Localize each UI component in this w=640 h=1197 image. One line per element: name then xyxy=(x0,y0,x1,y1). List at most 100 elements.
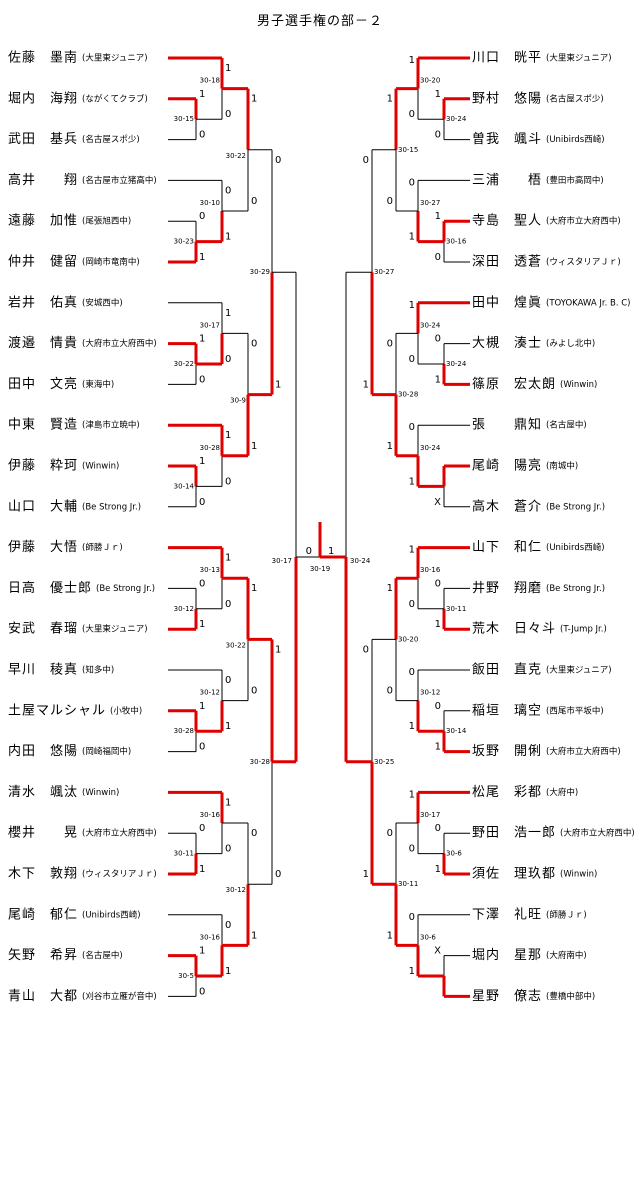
match-score: 1 xyxy=(199,456,205,467)
player-name: 武田 基兵 xyxy=(8,132,78,147)
match-score: 1 xyxy=(225,797,231,808)
match-score: 0 xyxy=(251,828,257,839)
player-club: (知多中) xyxy=(82,665,114,676)
match-label: 30-6 xyxy=(446,850,462,858)
match-label: 30-12 xyxy=(226,886,246,894)
match-score: 0 xyxy=(435,701,441,712)
match-score: 0 xyxy=(435,823,441,834)
match-score: 0 xyxy=(199,130,205,141)
match-label: 30-16 xyxy=(200,933,221,941)
match-score: 1 xyxy=(409,232,415,243)
player-name: 青山 大都 xyxy=(8,989,78,1004)
match-score: 1 xyxy=(251,441,257,452)
player-name: 櫻井 晃 xyxy=(8,826,78,841)
match-score: 0 xyxy=(387,338,393,349)
player-name: 遠藤 加惟 xyxy=(8,214,78,229)
player-name: 土屋マルシャル xyxy=(8,703,106,718)
match-label: 30-14 xyxy=(174,482,195,490)
player-name: 木下 敦翔 xyxy=(8,866,78,882)
player-club: (TOYOKAWA Jr. B. C) xyxy=(546,298,631,308)
match-score: 1 xyxy=(409,55,415,66)
player-club: (大府市立大府西中) xyxy=(560,828,635,839)
match-label: 30-16 xyxy=(200,811,221,819)
player-name: 荒木 日々斗 xyxy=(472,622,556,637)
match-score: 1 xyxy=(199,334,205,345)
player-club: (名古屋スポ少) xyxy=(546,93,604,104)
match-label: 30-6 xyxy=(420,933,436,941)
match-score: 0 xyxy=(387,196,393,207)
match-label: 30-18 xyxy=(200,77,220,85)
player-name: 山口 大輔 xyxy=(8,499,78,514)
player-club: (大府南中) xyxy=(546,950,587,961)
player-name: 田中 文亮 xyxy=(8,376,78,392)
match-label: 30-20 xyxy=(398,635,418,643)
match-label: 30-17 xyxy=(272,557,292,565)
player-club: (大府中) xyxy=(546,787,578,798)
match-score: 0 xyxy=(251,338,257,349)
match-label: 30-28 xyxy=(174,727,194,735)
match-label: 30-28 xyxy=(398,391,418,399)
match-label: 30-16 xyxy=(420,566,441,574)
player-name: 山下 和仁 xyxy=(472,540,542,555)
match-label: 30-10 xyxy=(200,199,220,207)
player-name: 内田 悠陽 xyxy=(8,743,78,759)
player-name: 野田 浩一郎 xyxy=(472,826,556,841)
match-score: 0 xyxy=(225,599,231,610)
match-score: 0 xyxy=(199,374,205,385)
match-score: 1 xyxy=(225,553,231,564)
player-club: (津島市立暁中) xyxy=(82,420,140,431)
match-label: 30-17 xyxy=(200,321,220,329)
match-score: 0 xyxy=(199,823,205,834)
match-score: 1 xyxy=(409,966,415,977)
match-score: 0 xyxy=(225,476,231,487)
match-score: 1 xyxy=(363,869,369,880)
match-score: 0 xyxy=(363,155,369,166)
match-score: 0 xyxy=(275,155,281,166)
player-club: (東海中) xyxy=(82,379,114,390)
player-club: (Winwin) xyxy=(560,870,597,880)
match-label: 30-15 xyxy=(398,146,418,154)
match-score: 0 xyxy=(435,334,441,345)
match-score: 0 xyxy=(363,644,369,655)
match-score: 1 xyxy=(251,583,257,594)
match-label: 30-14 xyxy=(446,727,467,735)
player-club: (Be Strong Jr.) xyxy=(546,502,605,512)
player-name: 野村 悠陽 xyxy=(472,91,542,106)
player-club: (西尾市平坂中) xyxy=(546,705,604,716)
match-score: 0 xyxy=(199,742,205,753)
player-name: 日高 優士郎 xyxy=(8,580,92,596)
player-name: 三浦 梧 xyxy=(472,173,542,188)
match-score: 0 xyxy=(387,686,393,697)
match-score: 1 xyxy=(225,430,231,441)
match-label: 30-22 xyxy=(174,360,194,368)
player-name: 渡邉 情貴 xyxy=(8,335,78,351)
match-score: 1 xyxy=(328,546,334,557)
player-name: 尾崎 陽亮 xyxy=(472,458,542,474)
player-name: 堀内 海翔 xyxy=(8,90,78,106)
match-score: 0 xyxy=(306,546,312,557)
match-label: 30-13 xyxy=(200,566,220,574)
player-club: (大府市立大府西中) xyxy=(82,338,157,349)
player-name: 篠原 宏太朗 xyxy=(472,377,556,392)
match-score: 1 xyxy=(225,308,231,319)
match-score: 0 xyxy=(251,196,257,207)
match-score: 1 xyxy=(363,380,369,391)
match-score: 1 xyxy=(225,721,231,732)
player-name: 曽我 颯斗 xyxy=(472,132,542,147)
match-label: 30-28 xyxy=(250,758,270,766)
player-name: 高木 蒼介 xyxy=(472,498,542,514)
match-score: 1 xyxy=(435,864,441,875)
match-score: 0 xyxy=(435,578,441,589)
match-score: 1 xyxy=(225,966,231,977)
player-club: (みよし北中) xyxy=(546,338,595,349)
match-score: 1 xyxy=(225,63,231,74)
match-score: 0 xyxy=(225,675,231,686)
player-club: (尾張旭西中) xyxy=(82,216,131,227)
match-label: 30-11 xyxy=(174,850,194,858)
player-club: (師勝Ｊｒ) xyxy=(82,542,123,553)
player-name: 伊藤 粋珂 xyxy=(8,459,78,474)
player-club: (Winwin) xyxy=(82,462,119,472)
match-score: 1 xyxy=(387,930,393,941)
match-score: 0 xyxy=(409,599,415,610)
